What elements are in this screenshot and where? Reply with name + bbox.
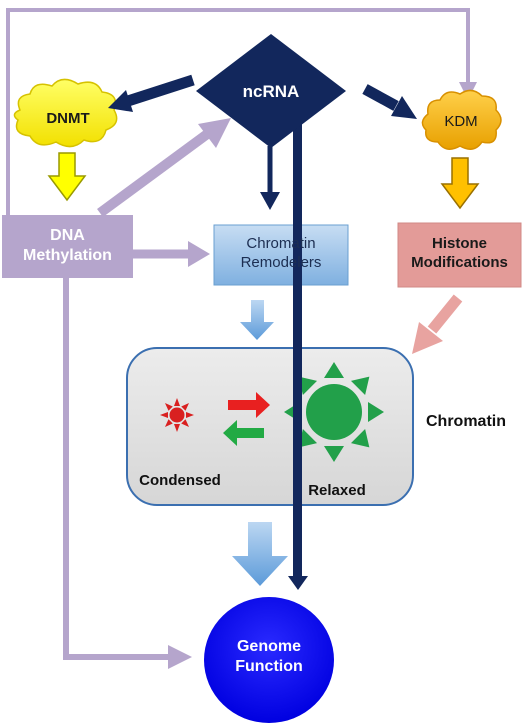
chromatin-label: Chromatin <box>426 413 506 430</box>
loop-arrow-line <box>6 8 470 215</box>
chromatin-remodelers-box <box>213 224 349 286</box>
histone-modifications-line2: Modifications <box>411 253 508 271</box>
kdm-label: KDM <box>444 113 478 130</box>
ncrna-kdm-line <box>362 84 399 111</box>
genome-function-line2: Function <box>235 658 303 675</box>
histone-modifications-box <box>397 222 522 288</box>
dna-methylation-line1: DNA <box>50 227 85 244</box>
histone-modifications-label: Histone Modifications <box>398 235 521 273</box>
green-left-arrow <box>223 420 264 446</box>
methylation-ncrna-arrowhead <box>198 118 231 148</box>
genome-function-line1: Genome <box>236 638 301 655</box>
ncrna-dnmt-arrowhead <box>108 90 133 112</box>
kdm-down-arrow <box>440 157 480 210</box>
dna-methylation-box <box>2 215 133 278</box>
condensed-label: Condensed <box>139 472 221 489</box>
methylation-genome-arrowhead <box>168 645 192 669</box>
ncrna-dnmt-line <box>126 74 195 107</box>
chromatin-remodelers-label: Chromatin Remodelers <box>214 235 348 273</box>
chromatin-genome-arrow <box>232 522 288 586</box>
histone-chromatin-line <box>427 294 463 334</box>
condensed-star-icon <box>160 398 194 432</box>
genome-function-ellipse <box>204 597 334 723</box>
dnmt-label: DNMT <box>46 110 90 127</box>
ncrna-genome-arrowhead <box>288 576 308 590</box>
dnmt-down-arrow <box>47 152 87 202</box>
methylation-genome-line <box>63 278 170 660</box>
ncrna-diamond <box>196 34 346 148</box>
ncrna-kdm-arrowhead <box>391 96 417 119</box>
genome-function-label: Genome Function <box>214 637 324 677</box>
kdm-cloud <box>421 89 502 150</box>
ncrna-label: ncRNA <box>242 82 300 101</box>
relaxed-label: Relaxed <box>308 482 366 499</box>
chromatin-remodelers-line2: Remodelers <box>240 253 322 271</box>
dna-methylation-label: DNA Methylation <box>2 226 133 266</box>
ncrna-genome-line <box>293 92 302 578</box>
methylation-ncrna-line <box>97 127 213 218</box>
ncrna-remodelers-arrowhead <box>260 192 280 210</box>
histone-modifications-line1: Histone <box>431 235 487 252</box>
dna-methylation-line2: Methylation <box>23 247 112 264</box>
histone-chromatin-arrowhead <box>412 322 443 354</box>
remodelers-chromatin-arrow <box>240 300 274 340</box>
methylation-remodelers-arrowhead <box>188 241 210 267</box>
red-right-arrow <box>228 392 270 418</box>
dnmt-cloud <box>13 78 118 148</box>
chromatin-remodelers-line1: Chromatin <box>246 235 316 252</box>
